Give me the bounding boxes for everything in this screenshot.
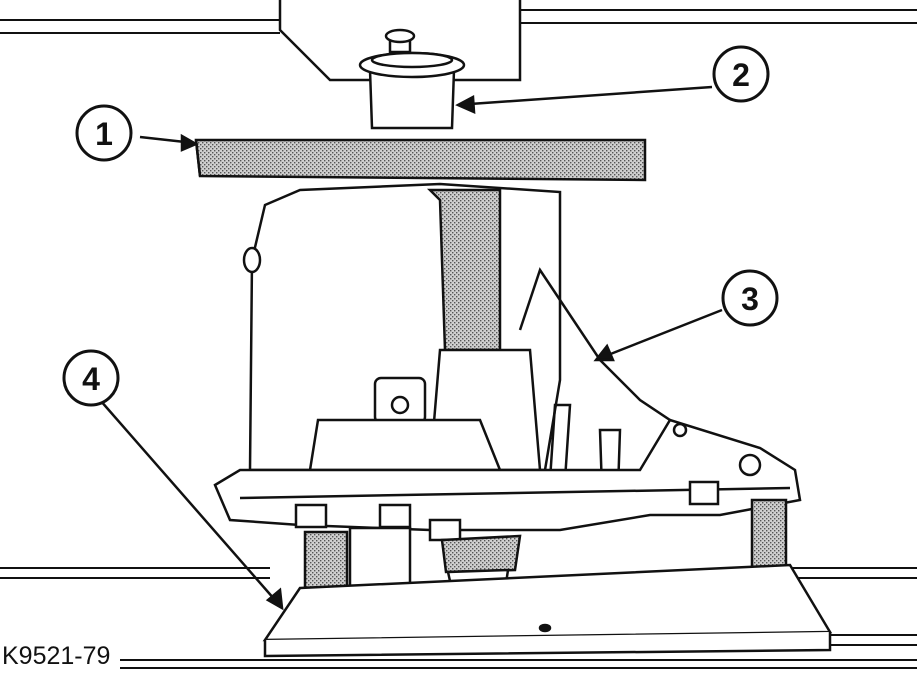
transmission-case [242,182,721,492]
figure-id: K9521-79 [2,642,110,670]
callout-2: 2 [712,45,770,103]
background-lines [0,9,917,669]
callout-3: 3 [721,269,779,327]
leader-lines [99,85,723,611]
callout-3-label: 3 [741,281,759,317]
press-tool-cup [358,28,466,130]
callout-4-label: 4 [82,361,100,397]
case-flange [213,418,802,532]
steel-plate [194,138,647,182]
callout-1: 1 [75,104,133,162]
callout-2-label: 2 [732,57,750,93]
base-plate [262,563,833,658]
callout-1-label: 1 [95,116,113,152]
callout-4: 4 [62,349,120,407]
